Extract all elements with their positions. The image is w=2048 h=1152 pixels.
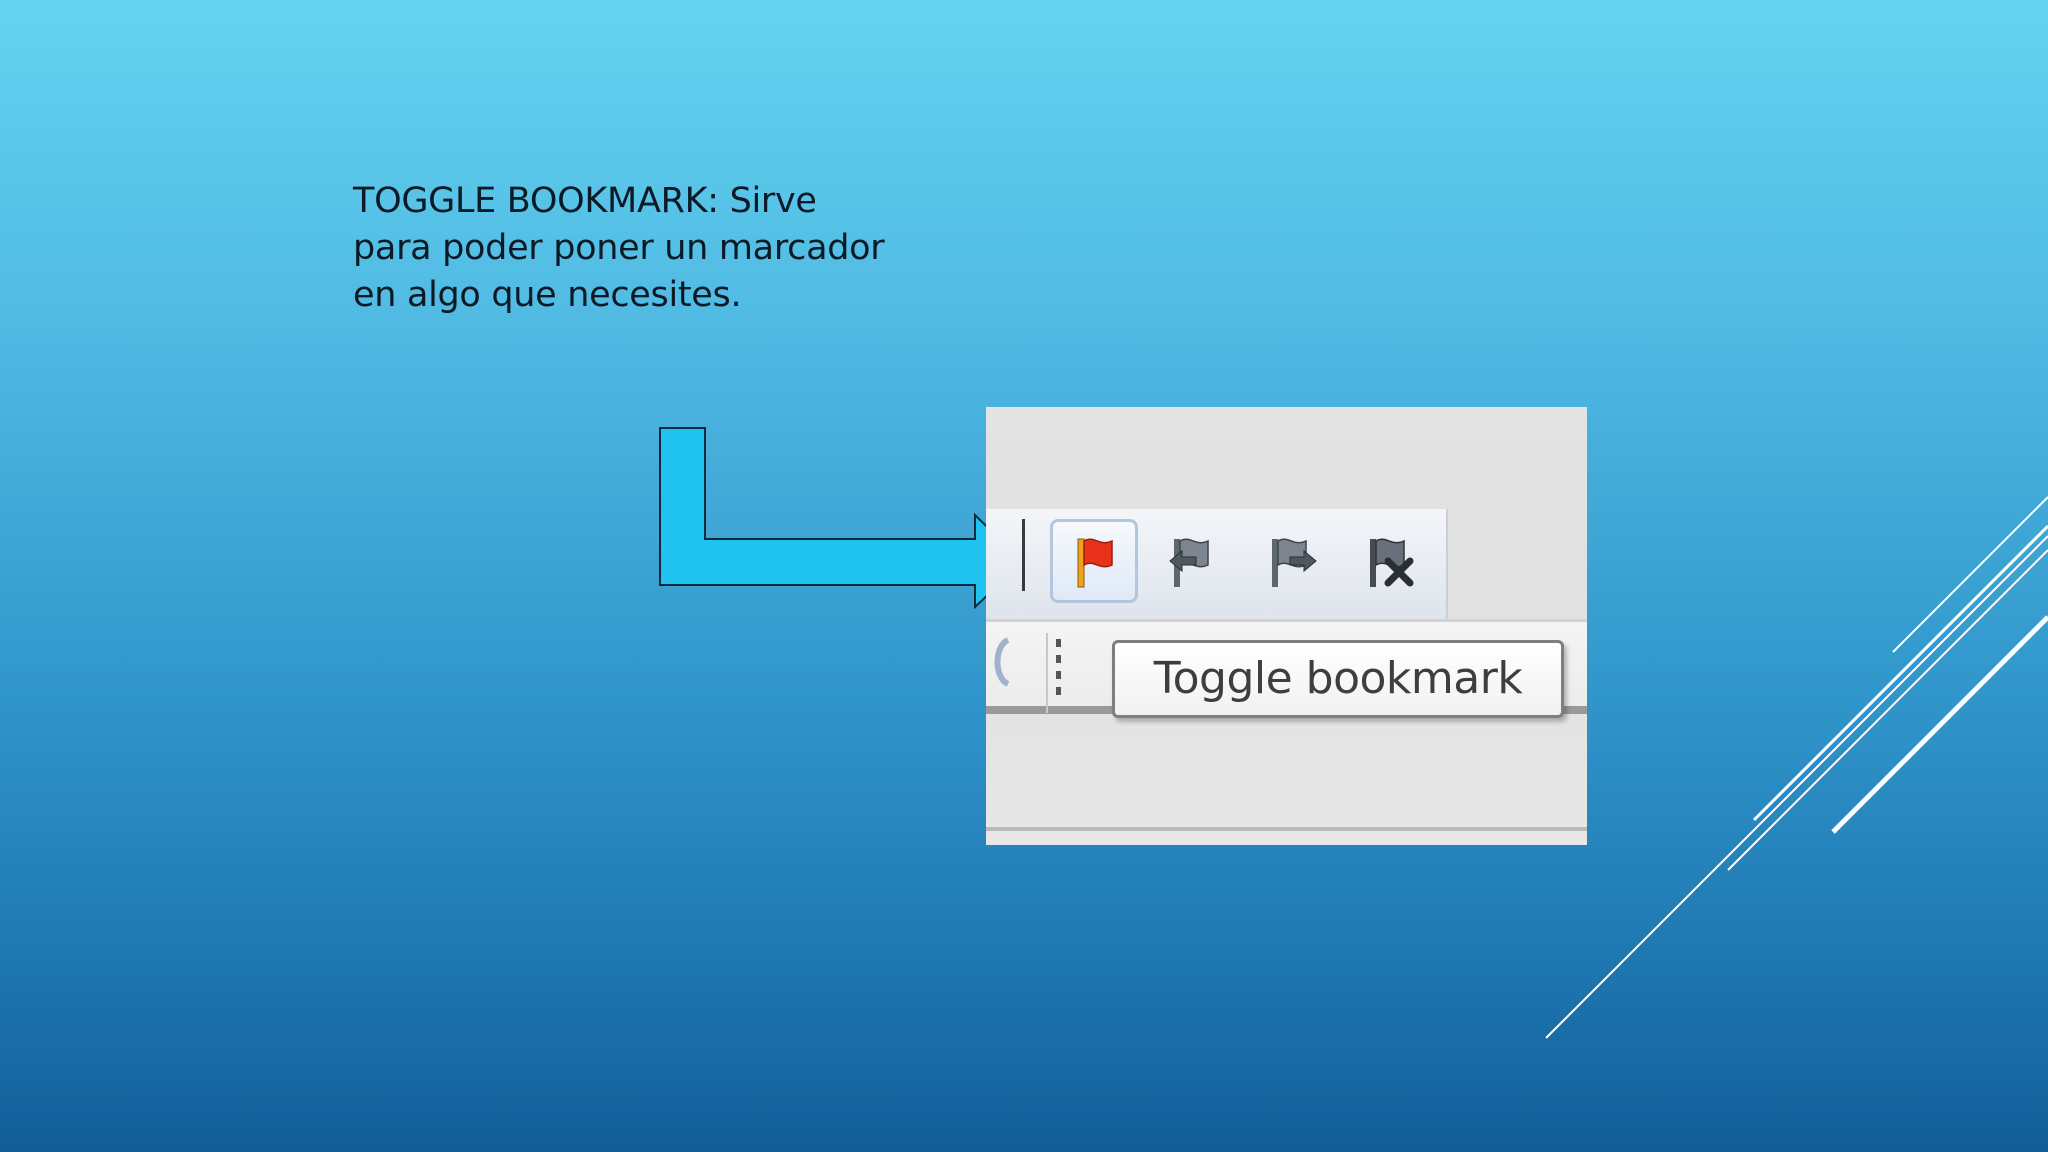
- clear-bookmarks-button[interactable]: [1346, 519, 1434, 603]
- previous-bookmark-button[interactable]: [1148, 519, 1236, 603]
- toggle-bookmark-flag-icon: [1077, 538, 1113, 588]
- screenshot-excerpt: Toggle bookmark: [986, 407, 1587, 845]
- partial-refresh-icon: [994, 637, 1010, 687]
- next-bookmark-icon: [1272, 538, 1317, 587]
- toggle-bookmark-tooltip: Toggle bookmark: [1112, 640, 1564, 718]
- pointer-arrow: [659, 427, 1025, 610]
- previous-bookmark-icon: [1169, 538, 1209, 587]
- toggle-bookmark-button[interactable]: [1050, 519, 1138, 603]
- slide-description: TOGGLE BOOKMARK: Sirve para poder poner …: [353, 181, 885, 315]
- next-bookmark-button[interactable]: [1248, 519, 1336, 603]
- toolbar-separator: [1022, 519, 1025, 591]
- toolbar-grip[interactable]: [1046, 633, 1072, 713]
- clear-bookmarks-icon: [1370, 538, 1414, 587]
- divider: [986, 827, 1587, 831]
